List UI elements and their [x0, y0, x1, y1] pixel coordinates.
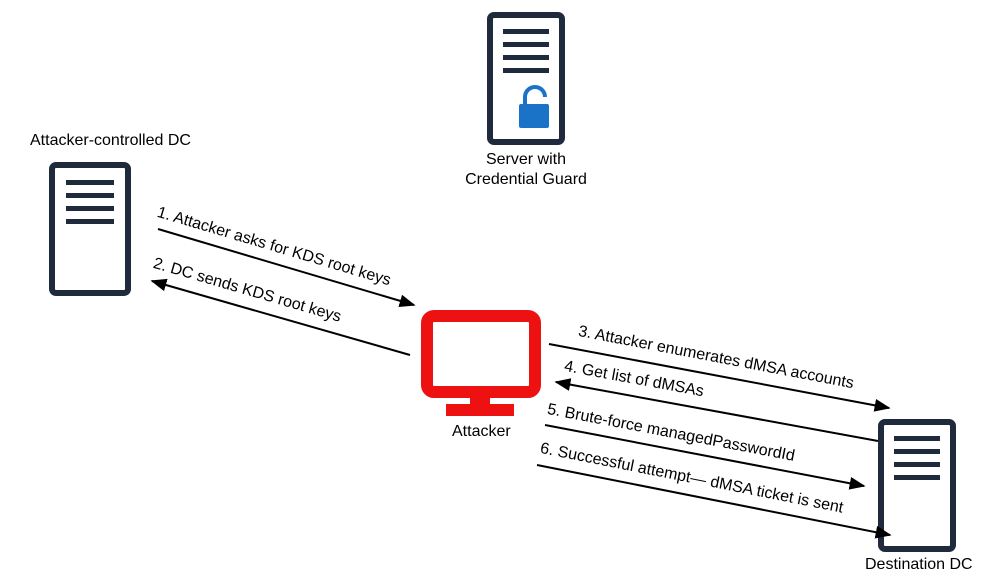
arrow-step-2 — [150, 278, 411, 356]
destination-dc-server-icon — [878, 419, 956, 552]
arrow-step-6 — [536, 464, 892, 539]
arrow-step-1 — [157, 228, 416, 308]
destination-dc-label: Destination DC — [865, 556, 973, 573]
arrow-step-4 — [554, 378, 879, 442]
lock-icon — [519, 85, 549, 128]
arrow-step-5 — [544, 424, 866, 490]
attacker-label: Attacker — [452, 423, 511, 440]
credential-guard-label-line2: Credential Guard — [465, 171, 587, 188]
attacker-dc-server-icon — [49, 162, 131, 296]
attacker-dc-label: Attacker-controlled DC — [30, 132, 191, 149]
credential-guard-server-icon — [487, 12, 565, 145]
credential-guard-label: Server with Credential Guard — [446, 150, 606, 190]
attacker-monitor-icon — [421, 310, 541, 416]
credential-guard-label-line1: Server with — [485, 151, 567, 168]
arrow-step-3 — [548, 343, 891, 412]
